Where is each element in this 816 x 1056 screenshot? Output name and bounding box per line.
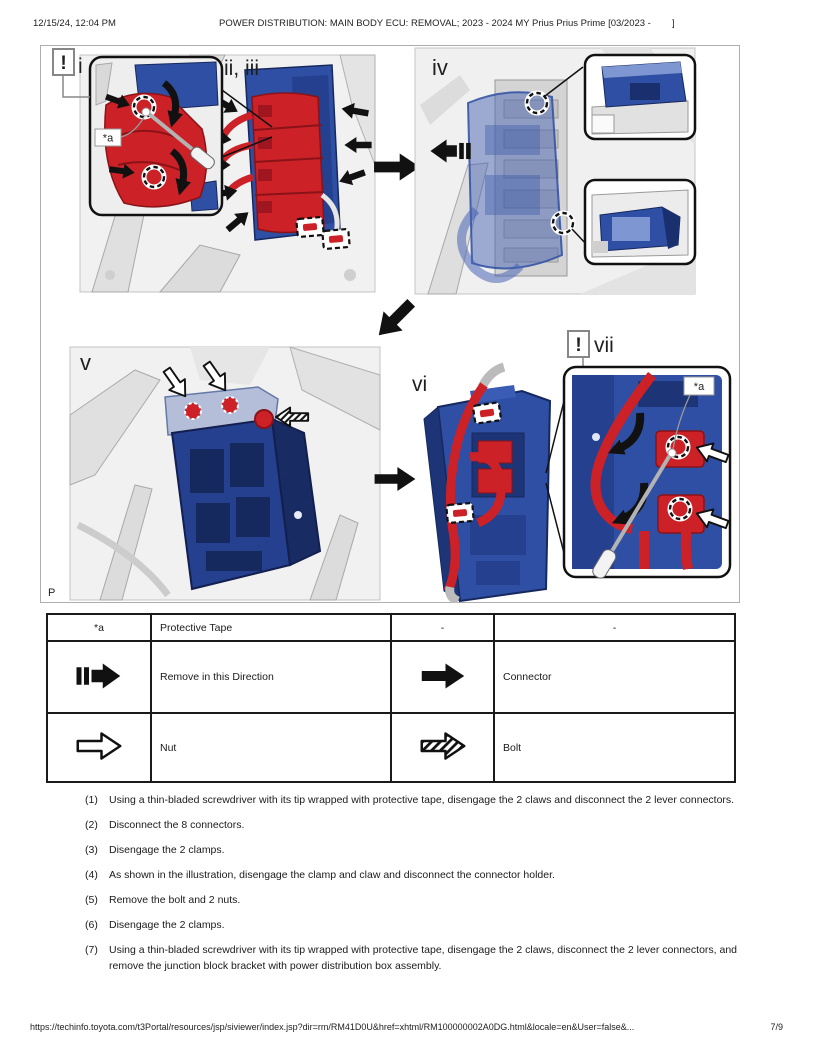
warning-box-icon bbox=[567, 330, 590, 358]
legend-label: Protective Tape bbox=[150, 613, 392, 642]
legend-label: Connector bbox=[493, 640, 736, 714]
step-number: (1) bbox=[85, 794, 98, 806]
step-item: (6) Disengage the 2 clamps. bbox=[85, 917, 755, 933]
figure-corner-label: P bbox=[48, 587, 55, 599]
step-item: (7) Using a thin-bladed screwdriver with … bbox=[85, 942, 755, 974]
power-cable-red bbox=[443, 382, 488, 593]
step-number: (4) bbox=[85, 869, 98, 881]
step-item: (5) Remove the bolt and 2 nuts. bbox=[85, 892, 755, 908]
clamp-icon bbox=[295, 215, 325, 239]
step-text: Using a thin-bladed screwdriver with its… bbox=[109, 944, 738, 972]
legend-symbol: - bbox=[390, 613, 495, 642]
legend-label: Bolt bbox=[493, 712, 736, 783]
label-v: v bbox=[80, 350, 91, 375]
legend-symbol: - bbox=[493, 613, 736, 642]
legend-label: Nut bbox=[150, 712, 392, 783]
connector-arrow-icon bbox=[421, 663, 464, 688]
tape-label: *a bbox=[103, 133, 114, 145]
header-title: POWER DISTRIBUTION: MAIN BODY ECU: REMOV… bbox=[219, 18, 675, 29]
legend-symbol bbox=[390, 640, 495, 714]
step-number: (6) bbox=[85, 919, 98, 931]
legend-symbol: *a bbox=[46, 613, 152, 642]
screwdriver-icon bbox=[610, 453, 672, 553]
step-item: (4) As shown in the illustration, disenga… bbox=[85, 867, 755, 883]
step-text: Remove the bolt and 2 nuts. bbox=[109, 894, 241, 906]
label-vi: vi bbox=[412, 373, 427, 396]
lever-rotate-arrow-icon bbox=[607, 412, 645, 455]
callout-vii: ! vii *a bbox=[562, 330, 732, 579]
header-datetime: 12/15/24, 12:04 PM bbox=[33, 18, 116, 29]
footer-url: https://techinfo.toyota.com/t3Portal/res… bbox=[30, 1022, 635, 1032]
legend-symbol bbox=[46, 640, 152, 714]
step-item: (1) Using a thin-bladed screwdriver with … bbox=[85, 792, 755, 808]
warning-mark: ! bbox=[575, 335, 581, 356]
callout-iv-claw bbox=[583, 178, 697, 266]
step-number: (3) bbox=[85, 844, 98, 856]
nut-arrow-icon bbox=[76, 732, 122, 760]
legend-label: Remove in this Direction bbox=[150, 640, 392, 714]
step-item: (3) Disengage the 2 clamps. bbox=[85, 842, 755, 858]
clamp-icon bbox=[471, 401, 503, 425]
nut bbox=[184, 402, 202, 420]
label-iv: iv bbox=[432, 55, 448, 80]
callout-i: *a bbox=[88, 55, 273, 217]
bolt-arrow-icon bbox=[420, 732, 465, 760]
step-item: (2) Disconnect the 8 connectors. bbox=[85, 817, 755, 833]
callout-iv-clamp bbox=[583, 53, 697, 141]
label-i: i bbox=[78, 55, 83, 78]
lever-rotate-arrow-icon bbox=[161, 80, 184, 128]
step-number: (5) bbox=[85, 894, 98, 906]
footer-page-number: 7/9 bbox=[770, 1022, 783, 1032]
screwdriver-icon bbox=[146, 111, 194, 151]
photo-v: v bbox=[69, 346, 381, 601]
tape-label: *a bbox=[694, 381, 705, 393]
legend-symbol bbox=[46, 712, 152, 783]
legend-table: *a Protective Tape - - Remove in this Di… bbox=[46, 613, 736, 783]
step-text: As shown in the illustration, disengage … bbox=[109, 869, 555, 881]
photo-iv: iv bbox=[414, 47, 697, 295]
bolt bbox=[254, 409, 274, 429]
legend-symbol bbox=[390, 712, 495, 783]
lever-rotate-arrow-icon bbox=[169, 148, 192, 196]
warning-i: ! i bbox=[52, 48, 90, 98]
step-number: (7) bbox=[85, 944, 98, 956]
remove-direction-arrow-icon bbox=[76, 663, 121, 688]
legend-row: Remove in this Direction Connector bbox=[46, 640, 736, 714]
nut bbox=[221, 396, 239, 414]
step-text: Disconnect the 8 connectors. bbox=[109, 819, 245, 831]
connector-holder-translucent bbox=[466, 91, 564, 270]
step-text: Disengage the 2 clamps. bbox=[109, 844, 225, 856]
label-vii: vii bbox=[594, 334, 614, 357]
step-number: (2) bbox=[85, 819, 98, 831]
removal-illustration: ii, iii *a ! i bbox=[40, 45, 740, 603]
warning-mark: ! bbox=[60, 53, 66, 74]
step-text: Using a thin-bladed screwdriver with its… bbox=[109, 794, 735, 806]
legend-row: Nut Bolt bbox=[46, 712, 736, 783]
legend-row: *a Protective Tape - - bbox=[46, 613, 736, 642]
clamp-icon bbox=[445, 501, 475, 525]
procedure-steps: (1) Using a thin-bladed screwdriver with … bbox=[85, 792, 755, 983]
view-vi: vi bbox=[374, 362, 565, 603]
step-text: Disengage the 2 clamps. bbox=[109, 919, 225, 931]
clamp-icon bbox=[321, 227, 351, 251]
label-ii-iii: ii, iii bbox=[224, 57, 259, 80]
